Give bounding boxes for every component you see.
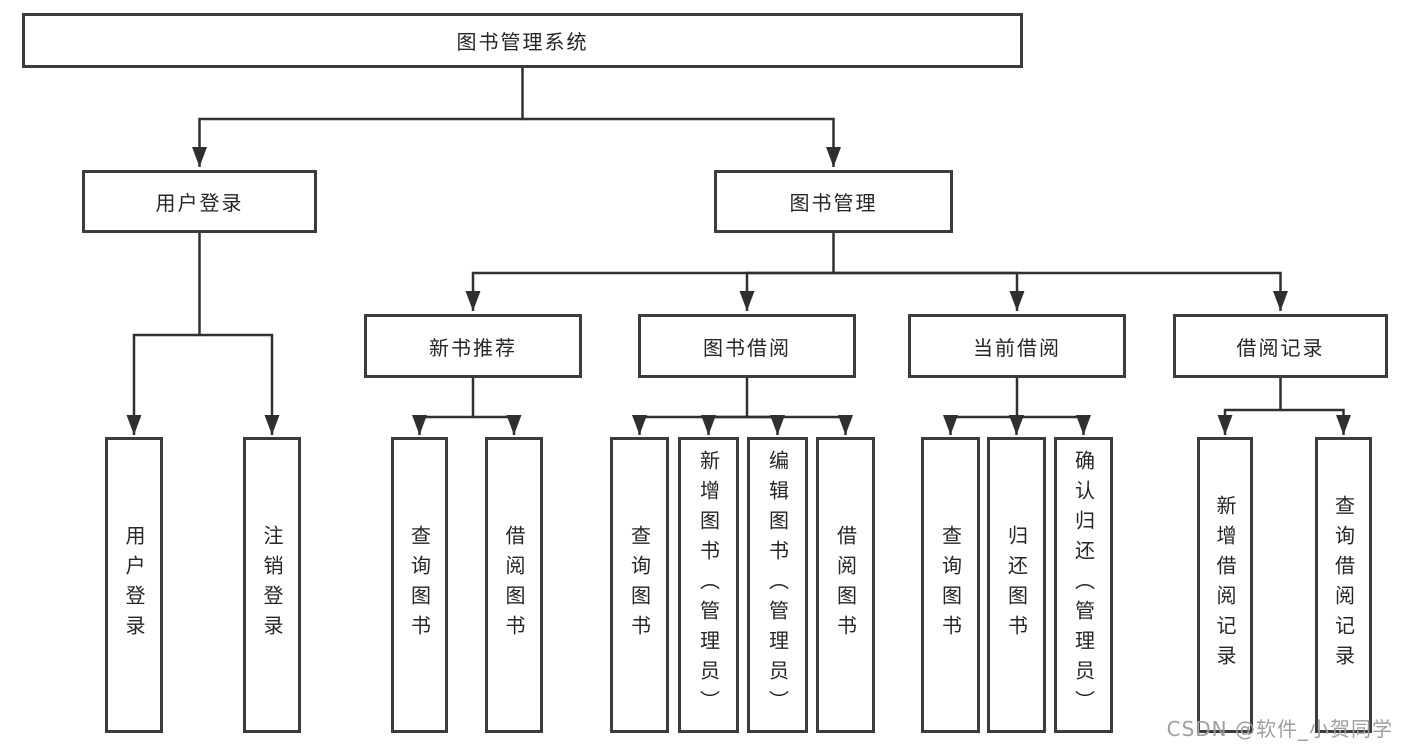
node-label: 借阅记录	[1236, 335, 1325, 360]
edge-bookmgmt-record	[833, 271, 1288, 311]
node-label: 确认归还（管理员）	[1071, 450, 1096, 720]
edge-newbook-leaf1	[412, 378, 475, 435]
node-leaf-query-borrow-record: 查询借阅记录	[1315, 437, 1372, 733]
node-book-management: 图书管理	[714, 170, 953, 233]
node-current-borrowing: 当前借阅	[908, 314, 1126, 378]
edge-borrow-leaf4	[747, 415, 853, 435]
node-label: 新增图书（管理员）	[696, 450, 721, 720]
node-leaf-edit-books-admin: 编辑图书（管理员）	[747, 437, 808, 733]
node-library-management-system: 图书管理系统	[22, 13, 1023, 68]
edge-record-leaf2	[1280, 408, 1351, 435]
node-label: 图书管理	[789, 191, 878, 215]
node-label: 借阅图书	[502, 525, 526, 645]
node-label: 图书管理系统	[456, 30, 589, 54]
edge-bookmgmt-current	[833, 271, 1025, 311]
node-leaf-confirm-return-admin: 确认归还（管理员）	[1054, 437, 1113, 733]
node-label: 编辑图书（管理员）	[765, 450, 790, 720]
node-label: 查询图书	[938, 525, 963, 645]
node-leaf-logout: 注销登录	[243, 437, 301, 733]
node-label: 用户登录	[155, 191, 244, 215]
connector-group	[126, 68, 1351, 435]
node-leaf-add-books-admin: 新增图书（管理员）	[678, 437, 739, 733]
node-book-borrowing: 图书借阅	[638, 314, 856, 378]
edge-current-leaf3	[1017, 415, 1091, 435]
node-leaf-query-books-2: 查询图书	[610, 437, 669, 733]
node-label: 归还图书	[1004, 525, 1029, 645]
node-leaf-borrow-books-2: 借阅图书	[816, 437, 875, 733]
node-label: 查询图书	[627, 525, 652, 645]
edge-root-book-mgmt	[522, 117, 841, 167]
edge-borrow-leaf2	[701, 415, 747, 435]
node-label: 用户登录	[122, 525, 146, 645]
node-leaf-add-borrow-record: 新增借阅记录	[1197, 437, 1253, 733]
node-borrowing-records: 借阅记录	[1173, 314, 1388, 378]
node-label: 新书推荐	[429, 335, 517, 360]
node-label: 新增借阅记录	[1213, 495, 1237, 675]
node-label: 当前借阅	[973, 335, 1061, 360]
node-leaf-query-books-1: 查询图书	[391, 437, 448, 733]
csdn-watermark: CSDN @软件_小贺同学	[1166, 717, 1393, 741]
node-label: 查询借阅记录	[1331, 495, 1356, 675]
node-new-book-recommendation: 新书推荐	[364, 314, 582, 378]
node-label: 图书借阅	[703, 335, 791, 360]
node-user-login: 用户登录	[82, 170, 317, 233]
edge-bookmgmt-borrow	[739, 271, 834, 311]
edge-borrow-leaf1	[632, 378, 749, 435]
node-label: 注销登录	[260, 525, 284, 645]
edge-userlogin-leaf2	[199, 333, 280, 435]
edge-root-user-login	[192, 68, 524, 167]
edge-record-leaf1	[1217, 378, 1282, 435]
node-leaf-return-books: 归还图书	[987, 437, 1046, 733]
node-leaf-query-books-3: 查询图书	[921, 437, 980, 733]
edge-newbook-leaf2	[473, 415, 522, 435]
edge-bookmgmt-newbook	[465, 233, 835, 311]
edge-current-leaf1	[943, 378, 1019, 435]
edge-borrow-leaf3	[747, 415, 785, 435]
node-label: 借阅图书	[833, 525, 858, 645]
node-label: 查询图书	[407, 525, 432, 645]
edge-userlogin-leaf1	[126, 233, 201, 435]
node-leaf-borrow-books-1: 借阅图书	[485, 437, 543, 733]
node-leaf-user-login: 用户登录	[105, 437, 163, 733]
